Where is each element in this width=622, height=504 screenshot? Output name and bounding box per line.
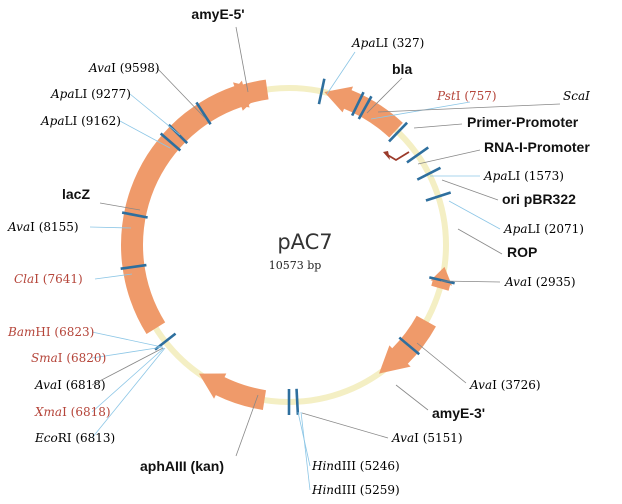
site-label-xmai-6818: XmaI (6818)	[34, 405, 111, 419]
site-label-bamhi-6823: BamHI (6823)	[7, 325, 94, 339]
feature-label-rop: ROP	[507, 244, 537, 260]
leader-xmai-6818	[91, 347, 165, 413]
site-label-clai-7641: ClaI (7641)	[14, 272, 83, 286]
leader-avai-8155	[89, 226, 132, 229]
feature-label-primer-promoter: Primer-Promoter	[467, 114, 579, 130]
mark-ori	[416, 166, 442, 181]
site-label-apali-327: ApaLI (327)	[351, 36, 424, 50]
leader-lines	[89, 26, 561, 491]
site-label-smai-6820: SmaI (6820)	[31, 351, 106, 365]
feature-label-amyE-5: amyE-5'	[191, 6, 244, 22]
promoter-arrow-icon	[385, 151, 410, 162]
leader-apali-9277	[129, 93, 181, 136]
site-label-ecori-6813: EcoRI (6813)	[34, 431, 115, 445]
leader-amyE-5	[235, 26, 249, 93]
mark-avai-3726	[398, 336, 421, 356]
leader-rop	[457, 228, 503, 255]
arc-aphAIII	[198, 373, 267, 410]
leader-avai-6818	[91, 347, 164, 386]
site-label-avai-3726: AvaI (3726)	[469, 378, 541, 392]
feature-label-ori: ori pBR322	[502, 191, 576, 207]
mark-apali-1573	[406, 146, 430, 164]
leader-amyE-3	[395, 384, 429, 411]
leader-primer-promoter	[413, 123, 463, 129]
plasmid-size: 10573 bp	[269, 259, 322, 272]
site-label-scai: ScaI	[563, 89, 590, 103]
mark-avai-9598	[195, 101, 212, 125]
feature-label-lacZ: lacZ	[62, 186, 90, 202]
mark-primer-promoter	[388, 121, 409, 143]
leader-avai-3726	[416, 342, 467, 384]
leader-avai-9598	[156, 67, 206, 119]
site-label-avai-8155: AvaI (8155)	[7, 220, 79, 234]
site-label-apali-2071: ApaLI (2071)	[503, 222, 584, 236]
site-label-apali-9162: ApaLI (9162)	[40, 114, 121, 128]
leader-clai-7641	[94, 273, 133, 280]
leader-scai	[377, 103, 561, 113]
site-label-avai-2935: AvaI (2935)	[504, 275, 576, 289]
leader-rna-i-promoter	[417, 149, 481, 165]
cut-site-marks	[120, 78, 455, 415]
feature-label-bla: bla	[392, 61, 412, 77]
leader-hindiii-5259	[300, 411, 311, 491]
leader-bla	[366, 77, 403, 114]
site-label-apali-9277: ApaLI (9277)	[50, 87, 131, 101]
plasmid-name: pAC7	[277, 230, 332, 254]
site-label-avai-6818: AvaI (6818)	[34, 378, 106, 392]
leader-bamhi-6823	[91, 331, 163, 348]
leader-apali-9162	[119, 120, 171, 149]
mark-avai-5151	[295, 388, 300, 415]
mark-apali-327	[317, 78, 326, 105]
site-label-psti-757: PstI (757)	[436, 89, 497, 103]
leader-apali-327	[326, 51, 356, 95]
mark-scai	[357, 95, 373, 120]
arc-rop	[430, 266, 453, 291]
mark-avai-2935	[429, 276, 455, 285]
leader-avai-2935	[440, 280, 501, 283]
mark-apali-9162	[159, 132, 182, 152]
promoter-arrowhead-icon	[383, 151, 390, 160]
leader-ori	[441, 179, 499, 201]
leader-apali-2071	[448, 200, 501, 230]
leader-ecori-6813	[91, 347, 166, 439]
leader-lacZ	[99, 202, 141, 211]
arc-lacZ	[121, 82, 265, 335]
feature-label-amyE-3: amyE-3'	[432, 405, 485, 421]
mark-ecori-6813	[154, 332, 177, 351]
arc-amyE-5	[222, 79, 269, 108]
site-label-avai-9598: AvaI (9598)	[88, 61, 160, 75]
mark-avai-8155	[121, 211, 148, 219]
site-label-apali-1573: ApaLI (1573)	[483, 169, 564, 183]
mark-psti-757	[350, 91, 365, 117]
feature-label-aphAIII: aphAIII (kan)	[140, 458, 224, 474]
leader-smai-6820	[91, 346, 164, 359]
site-label-avai-5151: AvaI (5151)	[391, 431, 463, 445]
leader-avai-5151	[301, 412, 389, 439]
feature-label-rna-i-promoter: RNA-I-Promoter	[484, 139, 590, 155]
leader-aphAIII	[235, 394, 259, 457]
site-label-hindiii-5246: HindIII (5246)	[311, 459, 400, 473]
mark-apali-2071	[425, 191, 452, 202]
mark-clai-7641	[120, 263, 147, 270]
site-label-hindiii-5259: HindIII (5259)	[311, 483, 400, 497]
